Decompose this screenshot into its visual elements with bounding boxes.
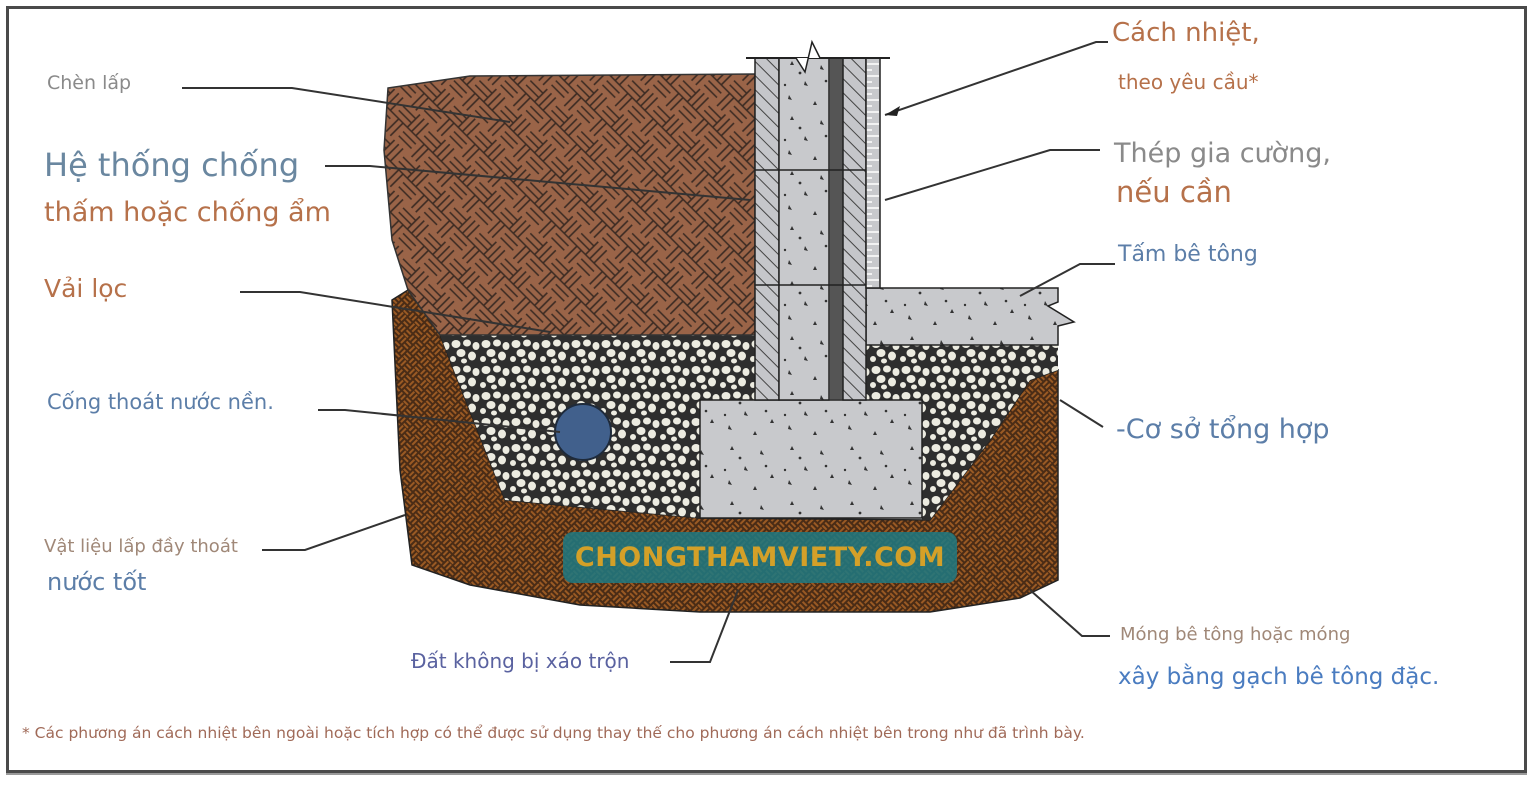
label-insulation-line1: Cách nhiệt, — [1112, 18, 1260, 48]
gravel-base-region — [866, 345, 1058, 520]
label-waterproofing-line2: thấm hoặc chống ẩm — [44, 197, 331, 228]
label-aggregate-base: -Cơ sở tổng hợp — [1116, 414, 1330, 445]
concrete-footing — [699, 399, 923, 519]
backfill-region — [383, 73, 756, 336]
label-undisturbed-soil: Đất không bị xáo trộn — [411, 649, 630, 673]
footnote: * Các phương án cách nhiệt bên ngoài hoặ… — [22, 724, 1085, 742]
label-backfill: Chèn lấp — [47, 72, 132, 94]
label-footing-line2: xây bằng gạch bê tông đặc. — [1118, 664, 1440, 690]
label-footing-line1: Móng bê tông hoặc móng — [1120, 624, 1351, 645]
label-insulation-line2: theo yêu cầu* — [1118, 70, 1259, 94]
wall-break-symbol — [795, 39, 821, 74]
watermark-badge: CHONGTHAMVIETY.COM — [563, 532, 957, 583]
drain-pipe — [554, 403, 612, 461]
label-rebar-line2: nếu cần — [1116, 175, 1232, 209]
insulation-layer — [865, 57, 881, 289]
hatched-wall-layer — [842, 57, 867, 401]
watermark-text: CHONGTHAMVIETY.COM — [574, 542, 946, 573]
waterproofing-layer — [754, 57, 780, 401]
label-filter-fabric: Vải lọc — [44, 274, 128, 303]
label-drainage-fill-line1: Vật liệu lấp đầy thoát — [44, 536, 238, 557]
label-waterproofing-line1: Hệ thống chống — [44, 146, 300, 184]
concrete-slab — [865, 287, 1076, 346]
undisturbed-soil-region — [391, 288, 1059, 613]
label-concrete-slab: Tấm bê tông — [1118, 242, 1258, 267]
rebar — [828, 57, 844, 401]
label-rebar-line1: Thép gia cường, — [1114, 138, 1332, 169]
label-drainage-fill-line2: nước tốt — [47, 568, 147, 596]
concrete-wall — [778, 57, 830, 401]
label-foundation-drain: Cống thoát nước nền. — [47, 390, 274, 414]
leader-lines — [182, 41, 1115, 663]
